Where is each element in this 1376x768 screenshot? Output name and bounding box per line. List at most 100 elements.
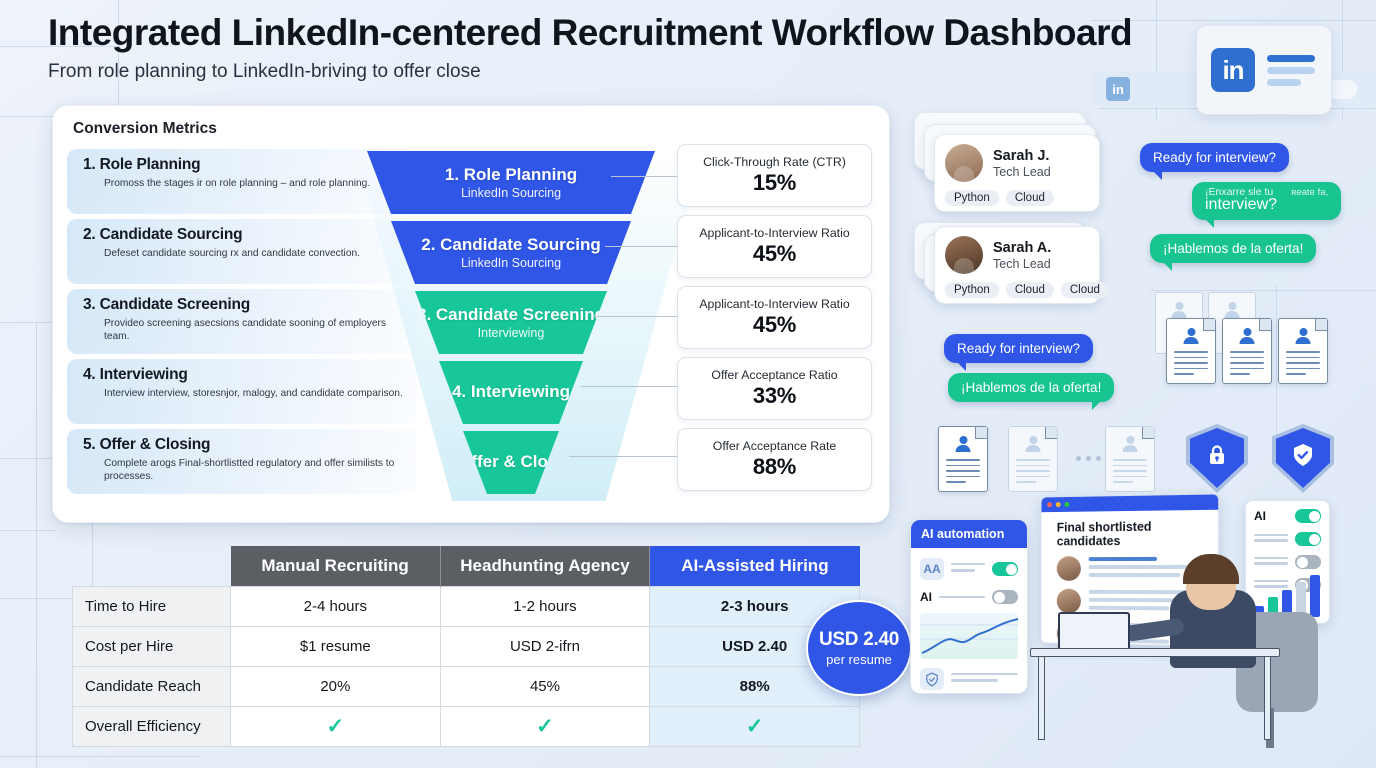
- person-icon: [1224, 302, 1240, 318]
- metric-card[interactable]: Applicant-to-Interview Ratio 45%: [677, 215, 872, 278]
- funnel-stage-title: 4. Interviewing: [451, 381, 571, 401]
- table-cell: USD 2-ifrn: [439, 625, 651, 667]
- linkedin-card: in: [1196, 25, 1332, 115]
- metric-value: 15%: [752, 170, 797, 195]
- funnel-stage-1[interactable]: 1. Role Planning LinkedIn Sourcing: [367, 151, 655, 214]
- skill-tag[interactable]: Cloud: [1005, 190, 1054, 206]
- page-fold-icon: [1045, 427, 1057, 439]
- page-fold-icon: [975, 427, 987, 439]
- table-cell: ✓: [230, 705, 441, 747]
- check-icon: ✓: [745, 714, 764, 738]
- stage-card[interactable]: 4. Interviewing Interview interview, sto…: [67, 359, 417, 424]
- chat-bubble-text: ¡Hablemos de la oferta!: [1163, 241, 1304, 256]
- connector-line: [611, 176, 681, 177]
- recruitment-funnel: 1. Role Planning LinkedIn Sourcing 2. Ca…: [311, 151, 711, 501]
- table-header-row: Manual Recruiting Headhunting Agency AI-…: [73, 546, 860, 586]
- comparison-table-wrap: Manual Recruiting Headhunting Agency AI-…: [72, 546, 860, 747]
- skill-tag[interactable]: Python: [945, 190, 999, 206]
- resume-doc-icon[interactable]: [938, 426, 988, 492]
- skill-tag[interactable]: Cloud: [1005, 282, 1054, 298]
- doc-lines: [1016, 459, 1050, 487]
- row-label: Overall Efficiency: [72, 705, 231, 747]
- usd-price-badge: USD 2.40 per resume: [806, 600, 912, 696]
- person-icon: [1122, 436, 1138, 452]
- table-cell: 2-4 hours: [230, 585, 441, 627]
- candidate-tags: Python Cloud: [935, 182, 1099, 206]
- metric-card[interactable]: Click-Through Rate (CTR) 15%: [677, 144, 872, 207]
- table-col-headhunting[interactable]: Headhunting Agency: [440, 546, 651, 586]
- page-header: Integrated LinkedIn-centered Recruitment…: [48, 12, 1133, 83]
- metric-value: 33%: [752, 383, 797, 408]
- person-icon: [1239, 328, 1255, 344]
- funnel-stage-title: 1. Role Planning: [444, 164, 578, 184]
- connector-line: [605, 246, 681, 247]
- funnel-stage-title: 5. Offer & Closing: [439, 451, 583, 471]
- connector-line: [581, 386, 681, 387]
- funnel-stage-5[interactable]: 5. Offer & Closing: [439, 431, 583, 494]
- funnel-stage-3[interactable]: 3. Candidate Screening Interviewing: [415, 291, 607, 354]
- candidate-role: Tech Lead: [993, 164, 1051, 179]
- funnel-stage-2[interactable]: 2. Candidate Sourcing LinkedIn Sourcing: [391, 221, 631, 284]
- maximize-icon[interactable]: [1064, 501, 1070, 507]
- conversion-metrics-title: Conversion Metrics: [73, 120, 217, 137]
- table-cell: $1 resume: [230, 625, 441, 667]
- funnel-stage-4[interactable]: 4. Interviewing: [439, 361, 583, 424]
- page-fold-icon: [1142, 427, 1154, 439]
- resume-doc-icon[interactable]: [1105, 426, 1155, 492]
- candidate-card[interactable]: Sarah A. Tech Lead Python Cloud Cloud: [934, 226, 1109, 304]
- table-col-manual[interactable]: Manual Recruiting: [230, 546, 441, 586]
- funnel-stage-sub: LinkedIn Sourcing: [460, 186, 562, 201]
- chat-bubble-subtext: ¡Enxarre sle tu: [1205, 186, 1274, 198]
- chat-bubble-ready-2: Ready for interview?: [944, 334, 1094, 371]
- resume-doc-icon[interactable]: [1166, 318, 1216, 384]
- connector-line: [593, 316, 681, 317]
- check-icon: ✓: [536, 714, 554, 738]
- chat-bubble-interview-es: ¡Enxarre sle tu ʀeate fa, interview?: [1192, 182, 1342, 228]
- resume-doc-icon[interactable]: [1278, 318, 1328, 384]
- metric-card[interactable]: Offer Acceptance Ratio 33%: [677, 357, 872, 420]
- metric-card[interactable]: Applicant-to-Interview Ratio 45%: [677, 286, 872, 349]
- chat-bubble-ready: Ready for interview?: [1140, 143, 1290, 180]
- table-col-ai[interactable]: AI-Assisted Hiring: [649, 546, 860, 586]
- metric-card[interactable]: Offer Acceptance Rate 88%: [677, 428, 872, 491]
- stage-list: 1. Role Planning Promoss the stages ir o…: [67, 149, 417, 499]
- lock-shield-icon: [1190, 428, 1244, 488]
- doc-lines: [1113, 459, 1147, 487]
- skill-tag[interactable]: Python: [945, 282, 999, 298]
- toggle-on[interactable]: [992, 562, 1018, 576]
- ai-row-font: AA: [911, 548, 1027, 580]
- toggle-on[interactable]: [1295, 509, 1321, 523]
- toggle-on[interactable]: [1295, 532, 1321, 546]
- close-icon[interactable]: [1047, 502, 1052, 508]
- candidate-tags: Python Cloud Cloud: [935, 274, 1109, 298]
- toggle-off[interactable]: [1295, 555, 1321, 569]
- stage-card[interactable]: 2. Candidate Sourcing Defeset candidate …: [67, 219, 417, 284]
- desk-leg: [1264, 656, 1271, 740]
- page-fold-icon: [1315, 319, 1327, 331]
- placeholder-lines: [951, 672, 1018, 686]
- slider-track[interactable]: [939, 595, 985, 599]
- resume-doc-icon[interactable]: [1222, 318, 1272, 384]
- toggle-off[interactable]: [992, 590, 1018, 604]
- person-icon: [1295, 328, 1311, 344]
- stage-card[interactable]: 3. Candidate Screening Provideo screenin…: [67, 289, 417, 354]
- stage-desc: Promoss the stages ir on role planning –…: [104, 178, 371, 189]
- stage-desc: Interview interview, storesnjor, malogy,…: [104, 388, 403, 399]
- stage-desc: Complete arogs Final-shortlistted regula…: [104, 458, 395, 483]
- skill-tag[interactable]: Cloud: [1060, 282, 1109, 298]
- resume-doc-icon[interactable]: [1008, 426, 1058, 492]
- chat-bubble-offer-es-2: ¡Hablemos de la oferta!: [948, 373, 1115, 410]
- doc-lines: [1230, 351, 1264, 379]
- candidate-name: Sarah A.: [993, 239, 1052, 256]
- chat-bubble-text: interview?: [1205, 196, 1278, 213]
- stage-card[interactable]: 5. Offer & Closing Complete arogs Final-…: [67, 429, 417, 494]
- shortlist-title: Final shortlisted candidates: [1056, 519, 1152, 549]
- minimize-icon[interactable]: [1055, 502, 1061, 508]
- metric-value: 45%: [752, 312, 797, 337]
- row-label: Time to Hire: [72, 585, 231, 627]
- table-cell: 45%: [439, 665, 651, 707]
- metric-value: 88%: [752, 454, 797, 479]
- chat-bubble-text: Ready for interview?: [957, 341, 1081, 356]
- candidate-card[interactable]: Sarah J. Tech Lead Python Cloud: [934, 134, 1100, 212]
- usd-unit: per resume: [826, 652, 892, 667]
